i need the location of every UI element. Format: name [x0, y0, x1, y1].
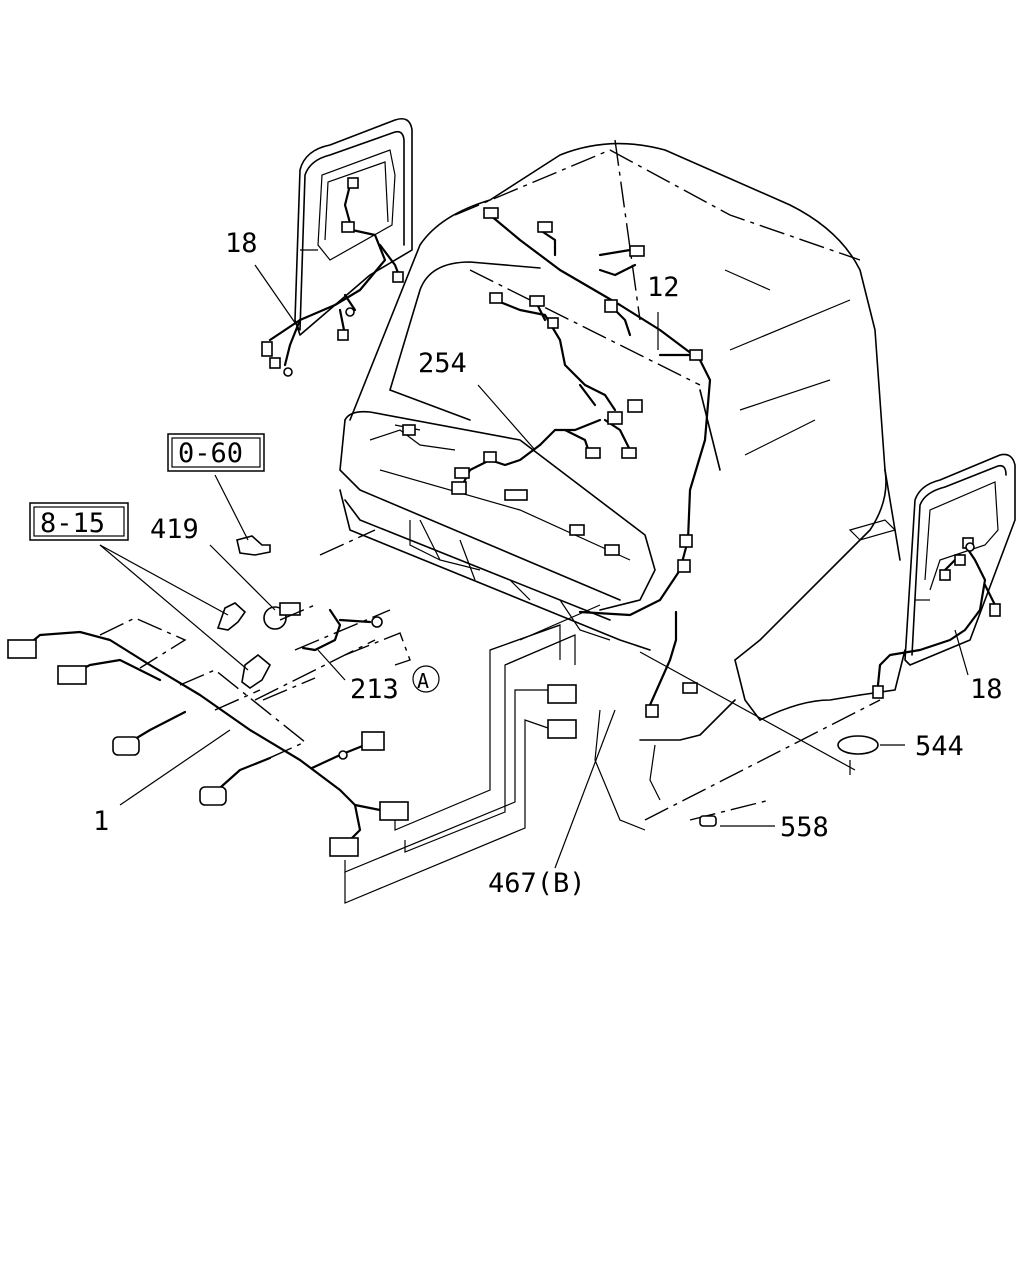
callout-a: A [417, 669, 429, 693]
callout-558: 558 [780, 812, 829, 843]
routing-lines [344, 520, 856, 904]
cab-body [339, 139, 906, 821]
callout-544: 544 [915, 731, 964, 762]
callout-1: 1 [93, 806, 109, 837]
callout-419: 419 [150, 514, 199, 545]
right-door-harness [872, 537, 1001, 699]
callout-a-circle [412, 665, 440, 693]
clip-558 [699, 815, 717, 827]
callout-213: 213 [350, 674, 399, 705]
plug-544 [837, 735, 879, 755]
callouts: 18 12 254 419 213 A 1 467(B) 544 558 18 [93, 228, 1003, 899]
callout-18-left: 18 [225, 228, 258, 259]
boxed-ref-8-15: 8-15 [29, 502, 129, 541]
right-door-panel [904, 453, 1016, 666]
windshield-harness [402, 292, 643, 556]
callout-18-right: 18 [970, 674, 1003, 705]
bolt-419 [263, 602, 301, 630]
callout-254: 254 [418, 348, 467, 379]
callout-467b: 467(B) [488, 868, 586, 899]
svg-text:8-15: 8-15 [40, 508, 105, 539]
roof-harness [483, 207, 712, 718]
leader-lines [99, 264, 969, 869]
leader-dashes [262, 529, 411, 701]
left-door-panel [294, 117, 413, 336]
left-door-harness [261, 177, 404, 377]
boxed-ref-0-60: 0-60 [167, 433, 265, 472]
frame-harness [7, 617, 577, 857]
grommet-213 [301, 608, 383, 652]
svg-text:0-60: 0-60 [178, 438, 243, 469]
callout-12: 12 [647, 272, 680, 303]
clip-parts [216, 535, 272, 689]
